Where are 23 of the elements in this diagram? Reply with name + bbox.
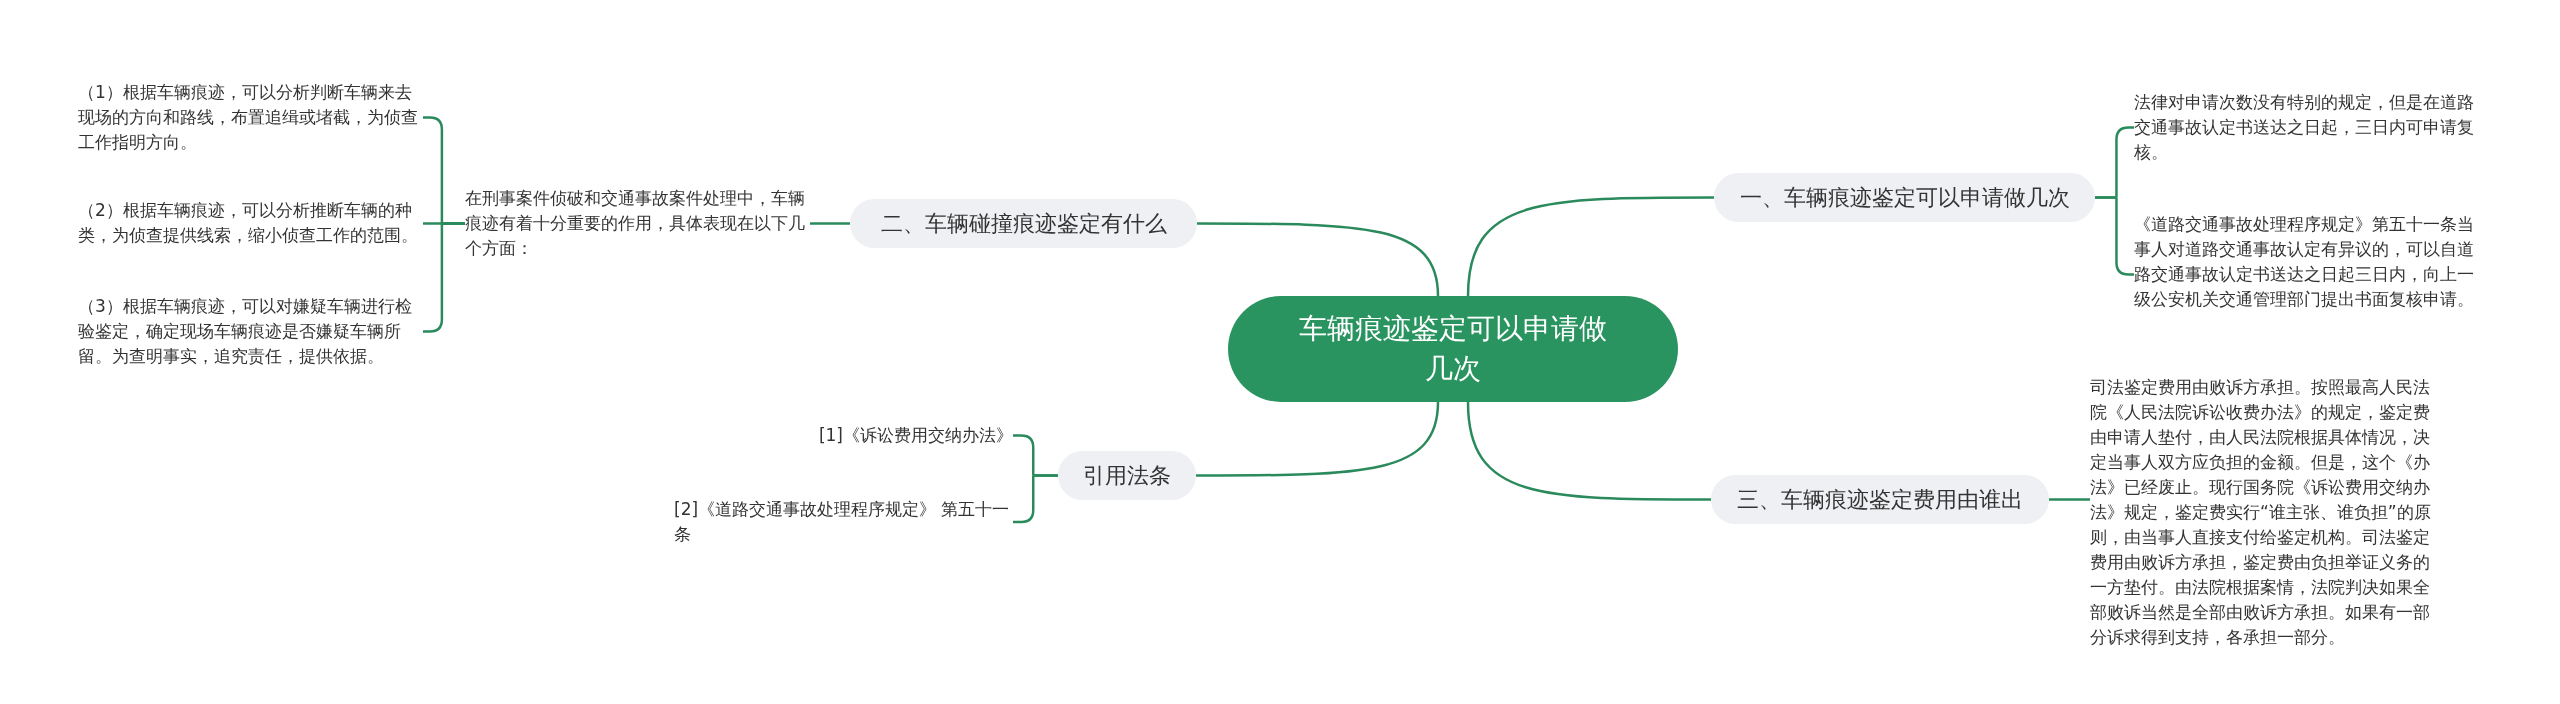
topic-box: 三、车辆痕迹鉴定费用由谁出 [1711,475,2049,524]
branch-line [2093,196,2136,276]
note-text: 法律对申请次数没有特别的规定，但是在道路交通事故认定书送达之日起，三日内可申请复核。 [2134,90,2479,165]
note-text: （3）根据车辆痕迹，可以对嫌疑车辆进行检验鉴定，确定现场车辆痕迹是否嫌疑车辆所留。为查明事实，追究责任，提供依据。 [78,294,423,369]
note-text: [1]《诉讼费用交纳办法》 [780,423,1013,448]
topic-box: 引用法条 [1058,451,1196,500]
branch-line [1196,401,1440,477]
note-text: （2）根据车辆痕迹，可以分析推断车辆的种类，为侦查提供线索，缩小侦查工作的范围。 [78,198,423,248]
topic-box: 二、车辆碰撞痕迹鉴定有什么 [850,199,1197,248]
note-text: [2]《道路交通事故处理程序规定》 第五十一条 [674,497,1013,547]
topic-box: 一、车辆痕迹鉴定可以申请做几次 [1714,173,2095,222]
note-text: （1）根据车辆痕迹，可以分析判断车辆来去现场的方向和路线，布置追缉或堵截，为侦查工作指明方向。 [78,80,423,155]
note-text: 司法鉴定费用由败诉方承担。按照最高人民法院《人民法院诉讼收费办法》的规定，鉴定费由申请人垫付，由人民法院根据具体情况，决定当事人双方应负担的金额。但是，这个《办法》已经废止。现行国务院《诉讼费用交纳办法》规定，鉴定费实行“谁主张、谁负担”的原则，由当事人直接支付给鉴定机构。司法鉴定费用由败诉方承担，鉴定费由负担举证义务的一方垫付。由法院根据案情，法院判决如果全部败诉当然是全部由败诉方承担。如果有一部分诉求得到支持，各承担一部分。 [2090,375,2435,650]
note-text: 在刑事案件侦破和交通事故案件处理中，车辆痕迹有着十分重要的作用，具体表现在以下几个方面： [465,186,810,261]
central-topic: 车辆痕迹鉴定可以申请做几次 [1228,296,1678,402]
branch-line [810,222,850,225]
branch-line [1011,474,1060,524]
note-text: 《道路交通事故处理程序规定》第五十一条当事人对道路交通事故认定有异议的，可以自道路交通事故认定书送达之日起三日内，向上一级公安机关交通管理部门提出书面复核申请。 [2134,212,2479,312]
branch-line [1466,401,1711,501]
branch-line [1197,222,1440,297]
branch-line [1466,196,1714,297]
branch-line [421,222,467,333]
branch-line [2049,498,2090,501]
